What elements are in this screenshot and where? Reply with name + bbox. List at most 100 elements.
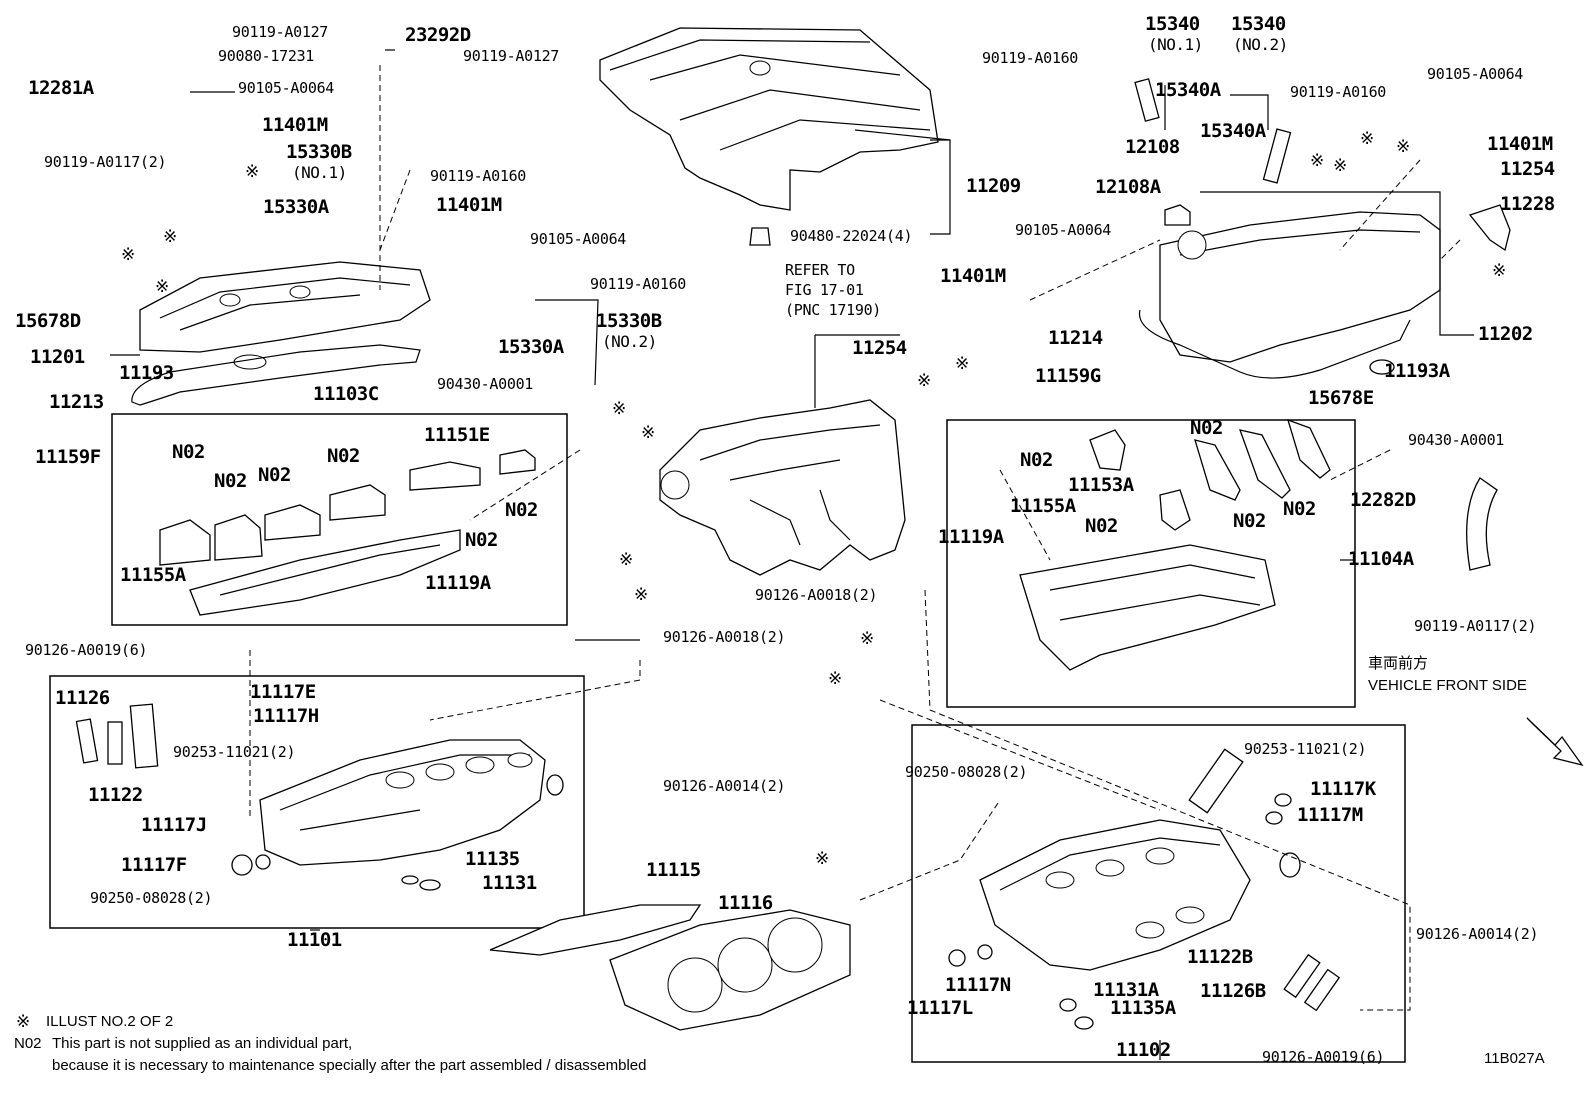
part-label: 11119A [938, 526, 1004, 548]
illust2-symbol: ※ [1360, 129, 1375, 149]
part-label: 90126-A0014(2) [1416, 925, 1539, 943]
part-label: 11102 [1116, 1039, 1171, 1061]
part-label: 90430-A0001 [1408, 431, 1505, 449]
part-label: 90119-A0160 [430, 167, 527, 185]
part-label: 90119-A0117(2) [1414, 617, 1537, 635]
legend-n02-note-line1: This part is not supplied as an individu… [52, 1035, 353, 1052]
part-label: 90480-22024(4) [790, 227, 913, 245]
illust2-symbol: ※ [815, 849, 830, 869]
illust2-symbol: ※ [1492, 261, 1507, 281]
illust2-symbol: ※ [634, 585, 649, 605]
part-label: 15340 [1231, 13, 1286, 35]
illust2-symbol: ※ [1333, 156, 1348, 176]
part-label: 11117E [250, 681, 316, 703]
n02-label: N02 [1233, 510, 1266, 532]
part-label: 90126-A0019(6) [1262, 1048, 1385, 1066]
legend-n02-code: N02 [14, 1035, 42, 1052]
cylinder-head-group-box-right [911, 724, 1406, 1063]
part-label: 90250-08028(2) [90, 889, 213, 907]
n02-label: N02 [214, 470, 247, 492]
part-label: 11201 [30, 346, 85, 368]
part-label: 11116 [718, 892, 773, 914]
part-label: 90119-A0160 [1290, 83, 1387, 101]
n02-label: N02 [1085, 515, 1118, 537]
part-label: 90105-A0064 [1427, 65, 1524, 83]
part-label: 11254 [852, 337, 907, 359]
part-label: 90126-A0014(2) [663, 777, 786, 795]
part-label: 90430-A0001 [437, 375, 534, 393]
refer-line1: REFER TO [785, 261, 855, 279]
part-label: 11117J [141, 814, 207, 836]
part-label: 11155A [120, 564, 186, 586]
part-label: 90126-A0018(2) [663, 628, 786, 646]
part-label: 90119-A0160 [982, 49, 1079, 67]
part-sub-label: (NO.2) [1233, 35, 1288, 54]
part-label: 11126B [1200, 980, 1266, 1002]
n02-label: N02 [172, 441, 205, 463]
part-label: 11228 [1500, 193, 1555, 215]
part-label: 90126-A0018(2) [755, 586, 878, 604]
part-label: 90126-A0019(6) [25, 641, 148, 659]
part-label: 12281A [28, 77, 94, 99]
part-label: 11117K [1310, 778, 1376, 800]
part-label: 90080-17231 [218, 47, 315, 65]
part-label: 90253-11021(2) [173, 743, 296, 761]
part-label: 12282D [1350, 489, 1416, 511]
part-label: 90119-A0127 [463, 47, 560, 65]
left-bearing-caps-drawing [159, 449, 536, 616]
vehicle-front-jp: 車両前方 [1368, 655, 1429, 672]
part-label: 11214 [1048, 327, 1103, 349]
part-label: 15678E [1308, 387, 1374, 409]
part-label: 90119-A0117(2) [44, 153, 167, 171]
legend-symbol-note: ILLUST NO.2 OF 2 [46, 1013, 174, 1030]
illust2-symbol: ※ [917, 371, 932, 391]
part-label: 11193 [119, 362, 174, 384]
part-label: 11401M [262, 114, 328, 136]
n02-label: N02 [465, 529, 498, 551]
part-label: 11151E [424, 424, 490, 446]
illust2-symbol: ※ [163, 227, 178, 247]
part-label: 12108 [1125, 136, 1180, 158]
part-label: 11117L [907, 997, 973, 1019]
part-label: 90119-A0127 [232, 23, 329, 41]
right-cylinder-head-drawing [948, 748, 1341, 1030]
part-label: 15330A [498, 336, 564, 358]
illust2-symbol: ※ [641, 423, 656, 443]
engine-cover-drawing [599, 27, 939, 246]
part-label: 11117H [253, 705, 319, 727]
right-head-cover-drawing [1134, 78, 1511, 379]
left-cylinder-head-drawing [75, 703, 564, 891]
part-label: 11193A [1384, 360, 1450, 382]
refer-line2: FIG 17-01 [785, 281, 864, 299]
bearing-cap-group-box-left [111, 413, 568, 626]
part-label: 11254 [1500, 158, 1555, 180]
bearing-cap-group-box-right [946, 419, 1356, 708]
vehicle-front-arrow [1526, 717, 1584, 767]
n02-label: N02 [505, 499, 538, 521]
head-gaskets-drawing [489, 904, 851, 1031]
part-sub-label: (NO.2) [602, 332, 657, 351]
part-label: 90105-A0064 [530, 230, 627, 248]
part-label: 11159G [1035, 365, 1101, 387]
part-label: 15340A [1155, 79, 1221, 101]
part-label: 11153A [1068, 474, 1134, 496]
right-bearing-caps-drawing [1019, 418, 1498, 671]
part-label: 23292D [405, 24, 471, 46]
part-label: 11126 [55, 687, 110, 709]
part-label: 15678D [15, 310, 81, 332]
part-label: 12108A [1095, 176, 1161, 198]
illust2-symbol: ※ [1396, 137, 1411, 157]
illust2-symbol: ※ [155, 277, 170, 297]
illust2-symbol: ※ [955, 354, 970, 374]
part-label: 11135 [465, 848, 520, 870]
illust2-symbol: ※ [612, 399, 627, 419]
diagram-id: 11B027A [1484, 1050, 1545, 1067]
part-label: 90250-08028(2) [905, 763, 1028, 781]
n02-label: N02 [1283, 498, 1316, 520]
left-head-cover-drawing [131, 261, 431, 406]
part-label: 11115 [646, 859, 701, 881]
part-label: 90119-A0160 [590, 275, 687, 293]
part-sub-label: (NO.1) [1148, 35, 1203, 54]
part-label: 11131A [1093, 979, 1159, 1001]
